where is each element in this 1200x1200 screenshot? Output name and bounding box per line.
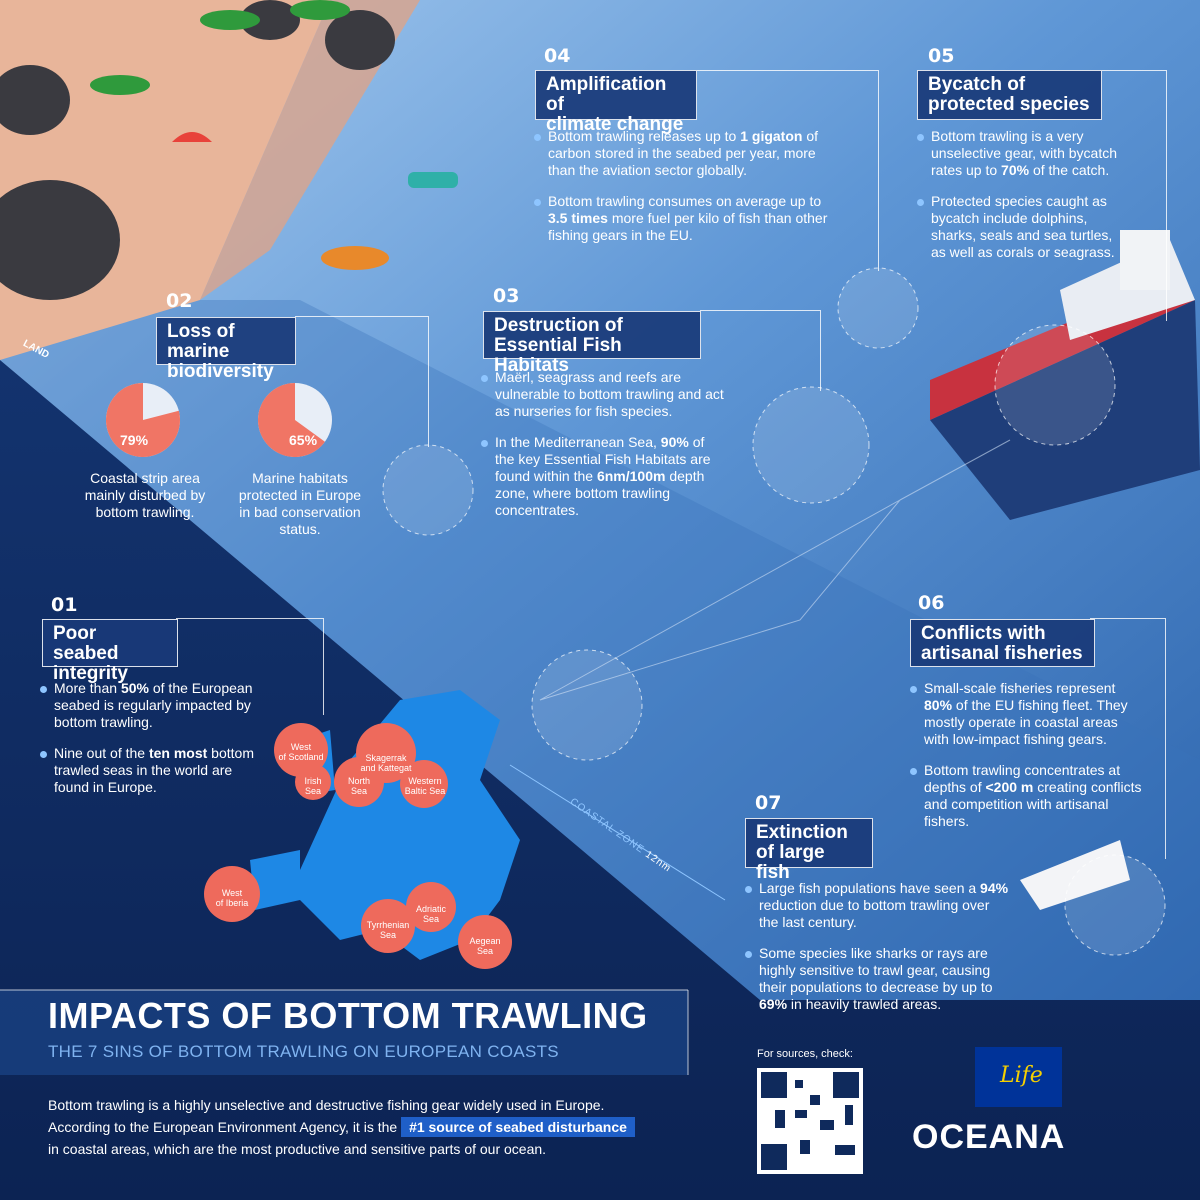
intro-line-3: in coastal areas, which are the most pro… (48, 1141, 547, 1157)
section-01-bullet-2: Nine out of the ten most bottom trawled … (40, 745, 265, 796)
section-07-bullets: Large fish populations have seen a 94% r… (745, 880, 1010, 1027)
frame-06 (1090, 618, 1166, 859)
section-05-number: 05 (928, 45, 955, 67)
section-03-number: 03 (493, 285, 520, 307)
life-logo-text: Life (1000, 1063, 1043, 1088)
section-01-bullet-1: More than 50% of the European seabed is … (40, 680, 265, 731)
section-04-bullet-2: Bottom trawling consumes on average up t… (534, 193, 844, 244)
frame-04 (690, 70, 879, 271)
section-04-title: Amplification of climate change (535, 70, 697, 135)
section-06-bullet-2: Bottom trawling concentrates at depths o… (910, 762, 1142, 830)
section-07-bullet-1: Large fish populations have seen a 94% r… (745, 880, 1010, 931)
section-07-title: Extinction of large fish (745, 818, 873, 883)
intro-line-2: According to the European Environment Ag… (48, 1117, 635, 1137)
section-07-bullet-2: Some species like sharks or rays are hig… (745, 945, 1010, 1013)
pie-1-caption: Coastal strip area mainly disturbed by b… (84, 470, 206, 520)
frame-05 (1100, 70, 1167, 321)
frame-03 (700, 310, 821, 391)
section-01-bullets: More than 50% of the European seabed is … (40, 680, 265, 810)
section-04-bullets: Bottom trawling releases up to 1 gigaton… (534, 128, 844, 258)
page-subtitle: THE 7 SINS OF BOTTOM TRAWLING ON EUROPEA… (48, 1042, 559, 1061)
section-03-bullet-2: In the Mediterranean Sea, 90% of the key… (481, 434, 726, 519)
section-05-bullets: Bottom trawling is a very unselective ge… (917, 128, 1117, 275)
section-06-title: Conflicts with artisanal fisheries (910, 619, 1095, 667)
section-04-bullet-1: Bottom trawling releases up to 1 gigaton… (534, 128, 844, 179)
section-06-bullet-1: Small-scale fisheries represent 80% of t… (910, 680, 1142, 748)
page-title: IMPACTS OF BOTTOM TRAWLING (48, 995, 648, 1036)
section-04-number: 04 (544, 45, 571, 67)
section-01-number: 01 (51, 594, 78, 616)
eu-flag-logo (975, 1047, 1062, 1107)
section-02-number: 02 (166, 290, 193, 312)
section-05-bullet-1: Bottom trawling is a very unselective ge… (917, 128, 1117, 179)
section-03-bullet-1: Maërl, seagrass and reefs are vulnerable… (481, 369, 726, 420)
section-02-title: Loss of marine biodiversity (156, 317, 296, 382)
section-05-bullet-2: Protected species caught as bycatch incl… (917, 193, 1117, 261)
pie-2-caption: Marine habitats protected in Europe in b… (238, 470, 362, 537)
section-07-number: 07 (755, 792, 782, 814)
frame-02 (295, 316, 429, 447)
oceana-logo: OCEANA (912, 1118, 1066, 1156)
section-01-title: Poor seabed integrity (42, 619, 178, 684)
pie-2-label: 65% (289, 432, 318, 448)
section-05-title: Bycatch of protected species (917, 70, 1102, 120)
section-06-number: 06 (918, 592, 945, 614)
qr-code[interactable] (757, 1068, 863, 1174)
pie-1-label: 79% (120, 432, 149, 448)
intro-line-1: Bottom trawling is a highly unselective … (48, 1097, 605, 1113)
frame-01 (176, 618, 324, 715)
sources-label: For sources, check: (757, 1048, 853, 1060)
section-06-bullets: Small-scale fisheries represent 80% of t… (910, 680, 1142, 844)
section-03-bullets: Maërl, seagrass and reefs are vulnerable… (481, 369, 726, 533)
section-03-title: Destruction of Essential Fish Habitats (483, 311, 701, 376)
seabed-disturbance-highlight: #1 source of seabed disturbance (401, 1117, 635, 1137)
